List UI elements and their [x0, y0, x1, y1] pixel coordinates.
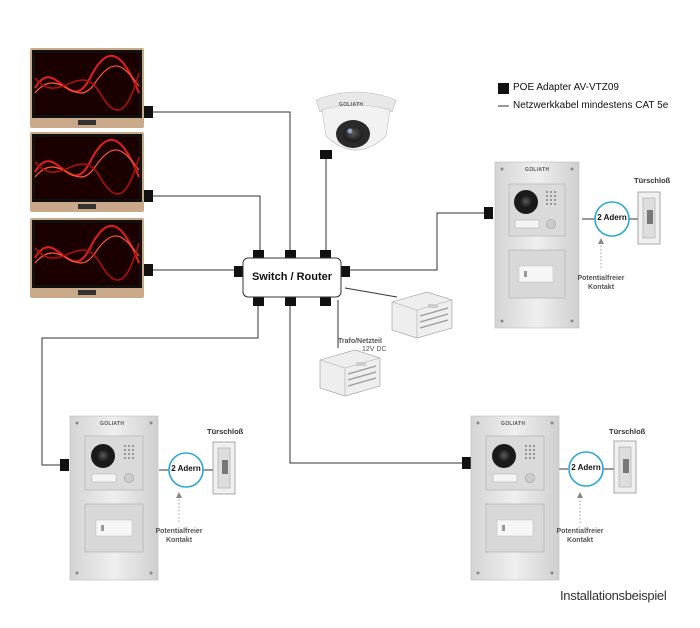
panel-brand-left: GOLIATH — [100, 421, 125, 427]
door-station-bottom-right — [470, 415, 560, 581]
panel-brand-bottom-right: GOLIATH — [501, 421, 526, 427]
wires-label-right: 2 Adern — [597, 213, 627, 222]
cable-monitor-2 — [152, 195, 261, 255]
legend-poe-label: POE Adapter AV-VTZ09 — [513, 82, 619, 93]
poe-adapter-door-left — [60, 459, 69, 471]
contact-label-bottom-right-2: Kontakt — [566, 537, 594, 544]
door-lock-left — [212, 441, 236, 495]
poe-adapter-monitor-2 — [144, 190, 153, 202]
cable-door-station-right — [345, 212, 484, 271]
psu-sub-label: 12V DC — [362, 346, 387, 353]
power-supply-2 — [319, 349, 381, 397]
door-station-left — [69, 415, 159, 581]
door-lock-bottom-right — [613, 440, 637, 494]
wires-label-left: 2 Adern — [171, 464, 201, 473]
network-cables — [41, 111, 638, 471]
wire-ring-right — [594, 201, 630, 237]
poe-adapter-door-bottom-right — [462, 457, 471, 469]
power-supply-1 — [391, 291, 453, 339]
psu-label: Trafo/Netzteil — [338, 338, 382, 345]
legend — [498, 83, 509, 107]
poe-adapter-monitor-3 — [144, 264, 153, 276]
poe-adapters — [60, 106, 493, 471]
switch-label: Switch / Router — [251, 271, 333, 283]
indoor-monitor-3 — [30, 218, 144, 298]
cable-door-station-left — [41, 300, 259, 466]
wire-ring-bottom-right — [568, 451, 604, 487]
contact-label-left-1: Potentialfreier — [155, 528, 203, 535]
switch-router — [242, 257, 342, 298]
wire-ring-left — [168, 452, 204, 488]
camera-brand: GOLIATH — [339, 102, 364, 108]
indoor-monitor-2 — [30, 132, 144, 212]
cable-monitor-1 — [152, 111, 291, 255]
lock-label-bottom-right: Türschloß — [609, 427, 646, 436]
poe-adapter-monitor-1 — [144, 106, 153, 118]
contact-label-bottom-right-1: Potentialfreier — [556, 528, 604, 535]
legend-cable-label: Netzwerkkabel mindestens CAT 5e — [513, 100, 669, 111]
caption: Installationsbeispiel — [560, 588, 667, 603]
poe-adapter-door-right — [484, 207, 493, 219]
lock-label-left: Türschloß — [207, 427, 244, 436]
contact-label-right-1: Potentialfreier — [577, 275, 625, 282]
contact-pointers — [178, 242, 602, 523]
lock-label-right: Türschloß — [634, 176, 671, 185]
contact-label-right-2: Kontakt — [587, 284, 615, 291]
cable-door-station-bottom-right — [289, 300, 462, 464]
cable-psu-2 — [344, 287, 398, 298]
legend-poe-symbol — [498, 83, 509, 94]
dome-camera — [315, 91, 397, 151]
contact-label-left-2: Kontakt — [165, 537, 193, 544]
poe-adapter-camera — [320, 150, 332, 159]
door-station-right — [494, 161, 580, 329]
door-lock-right — [637, 191, 661, 245]
wires-label-bottom-right: 2 Adern — [571, 463, 601, 472]
indoor-monitor-1 — [30, 48, 144, 128]
panel-brand-right: GOLIATH — [525, 167, 550, 173]
